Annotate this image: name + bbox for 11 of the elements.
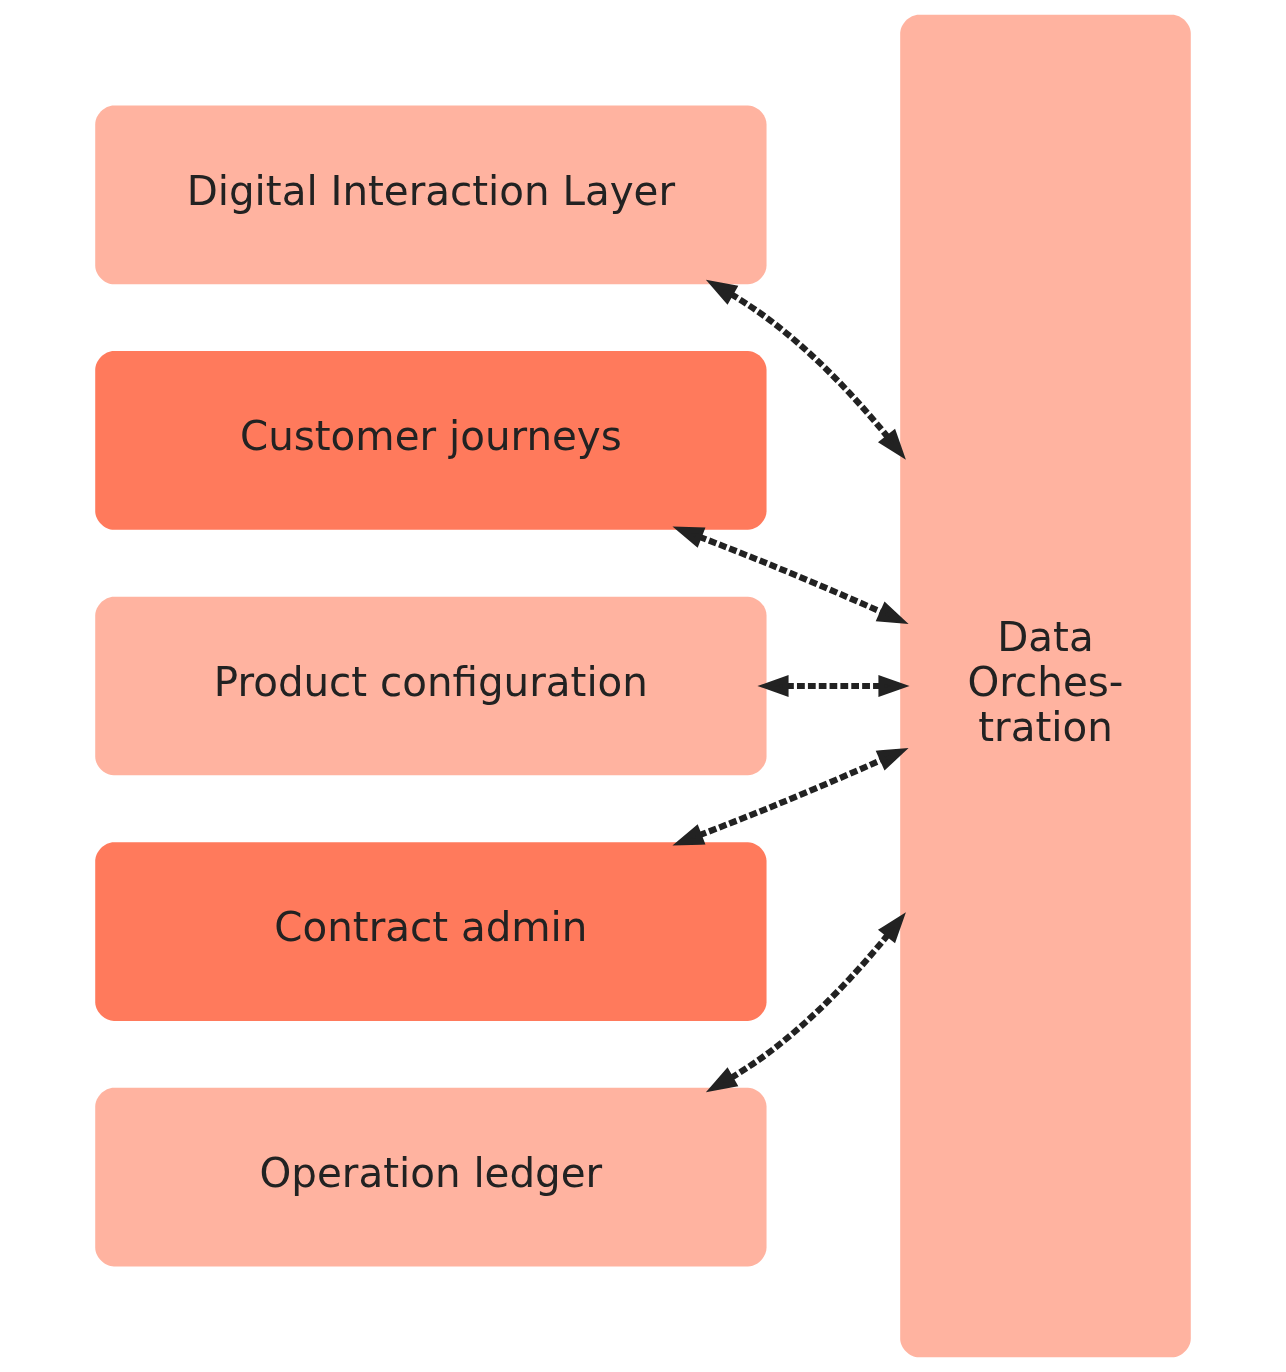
node-box: Data Orches- tration [900,14,1191,1358]
arrow [705,279,906,460]
arrow [757,675,910,697]
node-box: Operation ledger [95,1087,767,1267]
node-box: Digital Interaction Layer [95,105,767,285]
node-box: Product configuration [95,596,767,776]
node-box: Customer journeys [95,351,767,530]
arrow [672,748,909,846]
node-box: Contract admin [95,842,767,1021]
arrow [705,912,906,1093]
arrow [672,526,909,624]
